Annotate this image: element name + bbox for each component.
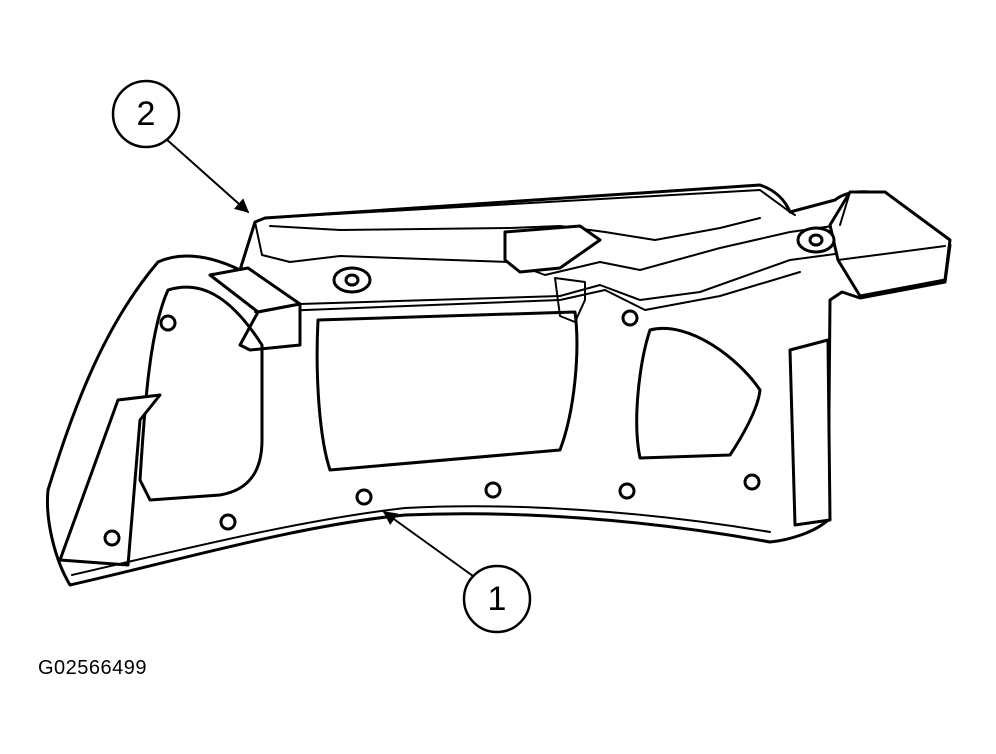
callout-2: 2: [111, 79, 250, 213]
callout-2-label: 2: [137, 95, 156, 133]
callout-1-leader: [382, 511, 474, 577]
figure-id-code: G02566499: [38, 657, 148, 679]
callout-1-circle: [462, 564, 532, 634]
callout-1: 1: [382, 511, 532, 634]
callout-2-leader: [164, 137, 250, 213]
panel-body: [45, 183, 952, 587]
callout-2-circle: [111, 79, 181, 149]
callout-1-label: 1: [488, 580, 507, 618]
